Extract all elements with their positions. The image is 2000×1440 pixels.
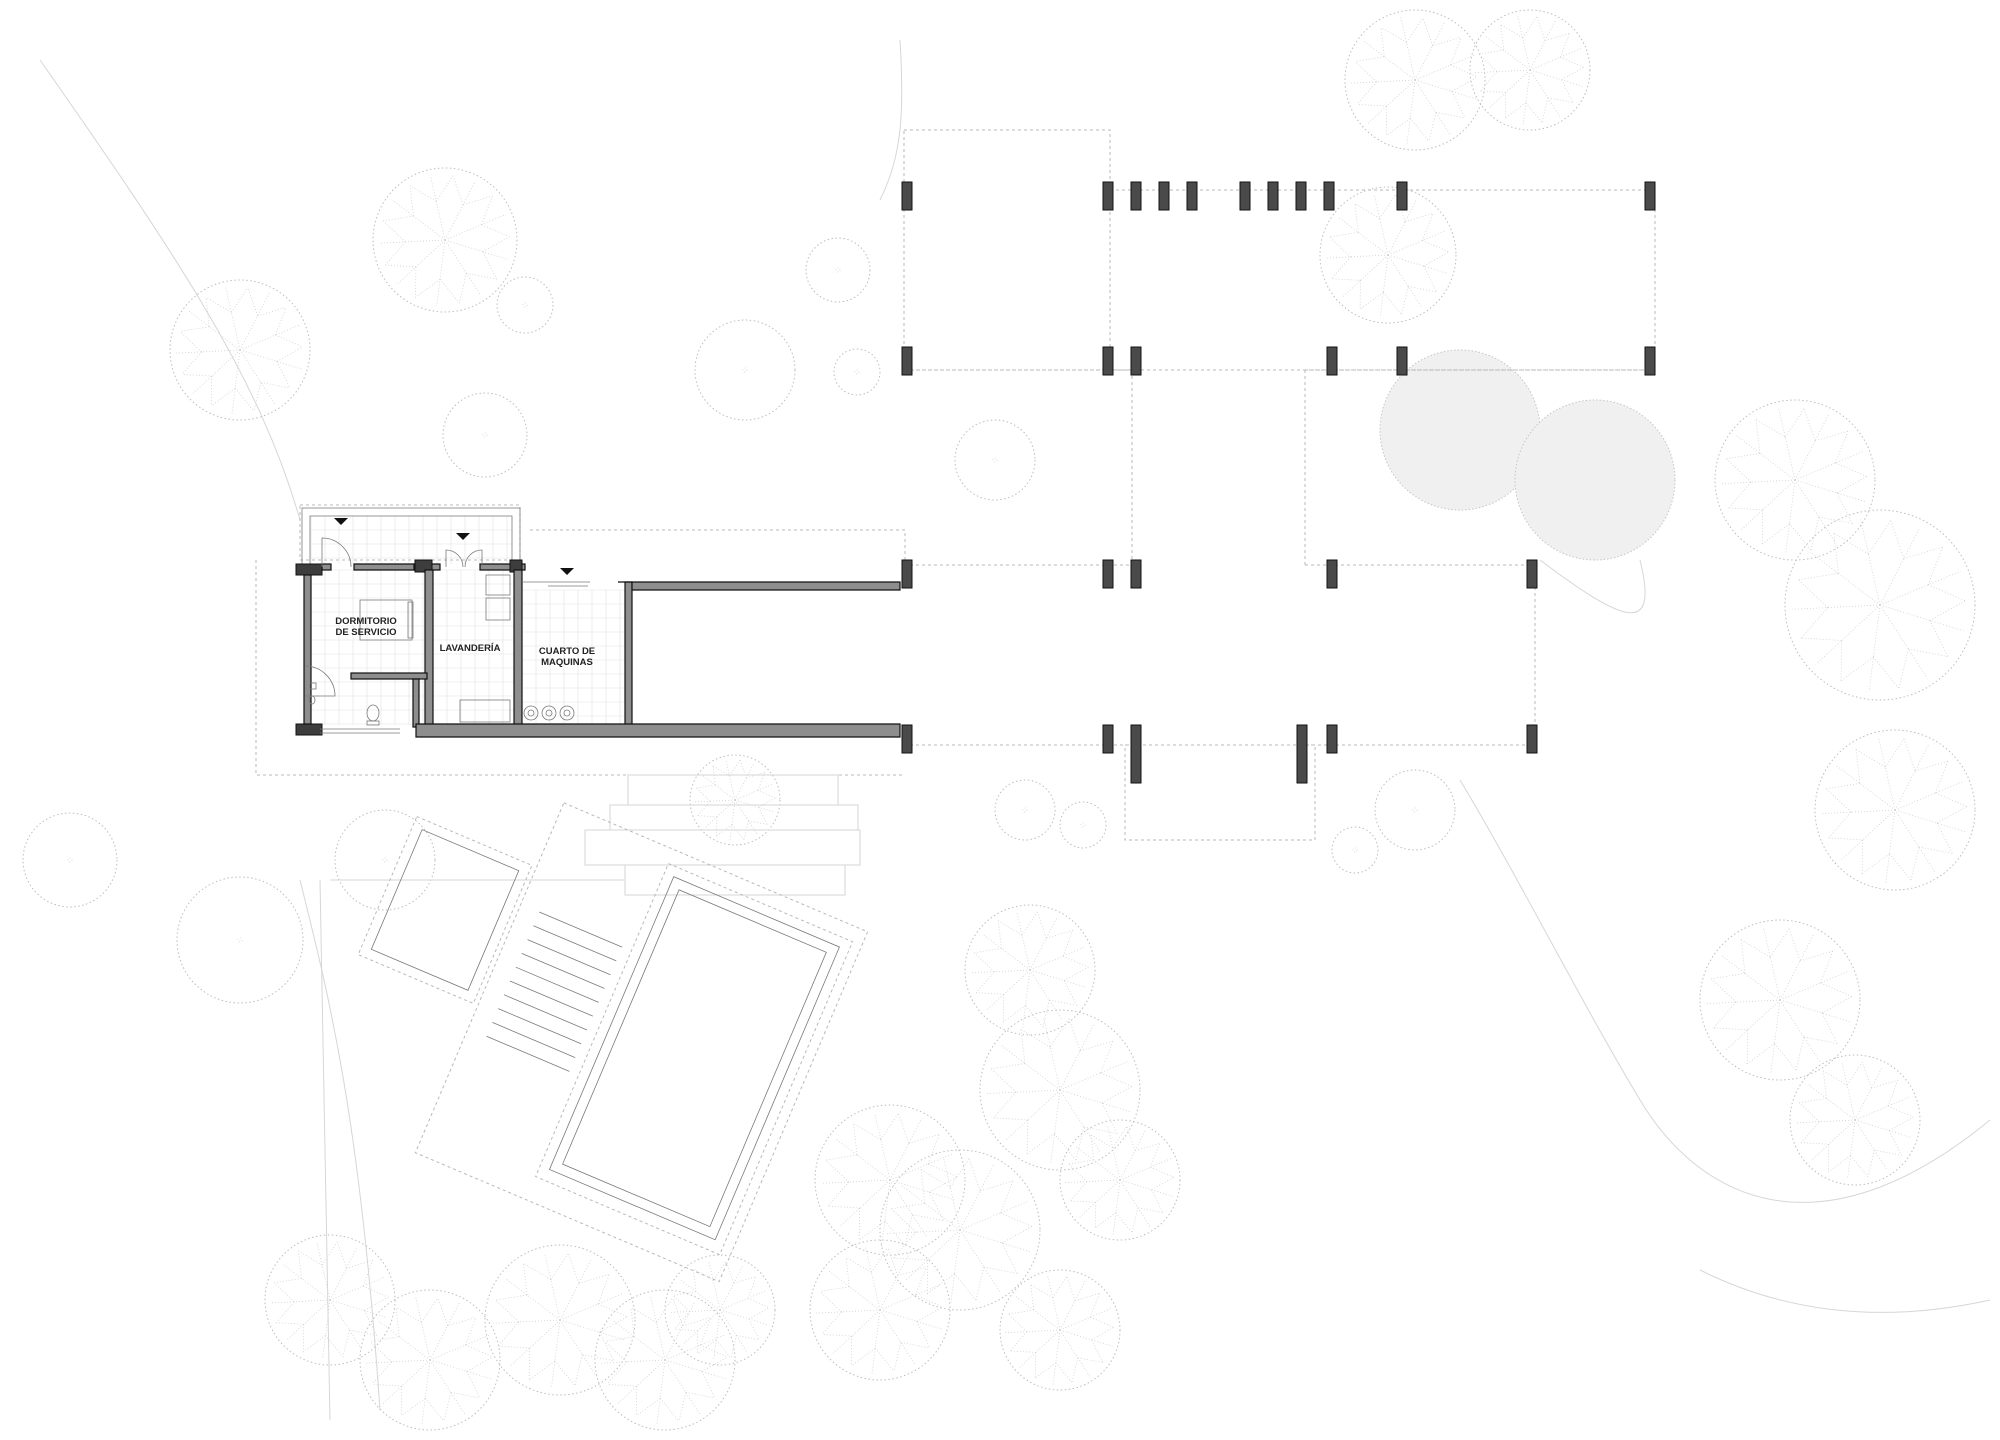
columns: [901, 181, 1656, 784]
tree-icon: [1714, 399, 1876, 561]
column-icon: [1526, 724, 1538, 754]
service-wing: DORMITORIO DE SERVICIO LAVANDERÍA CUARTO…: [295, 507, 901, 738]
tree-icon: [496, 276, 554, 334]
tree-icon: [954, 419, 1036, 501]
column-icon: [1102, 346, 1114, 376]
tree-icon: [334, 809, 436, 911]
tree-icon: [169, 279, 311, 421]
column-icon: [901, 181, 913, 211]
column-icon: [1239, 181, 1251, 211]
tree-icon: [994, 779, 1056, 841]
tree-icon: [833, 348, 881, 396]
tree-icon: [805, 237, 871, 303]
column-icon: [901, 724, 913, 754]
laundry-wall: [424, 569, 434, 731]
tree-icon: [664, 1254, 776, 1366]
column-icon: [1295, 181, 1307, 211]
tree-icon: [1059, 1119, 1181, 1241]
room-label-dormitorio-2: DE SERVICIO: [335, 627, 396, 638]
tree-icon: [1469, 9, 1591, 131]
tree-icon: [689, 754, 781, 846]
tree-icon: [814, 1104, 966, 1256]
site-lines: [39, 39, 1991, 1411]
water-tank-icon: [523, 705, 575, 721]
west-wall: [303, 574, 312, 725]
room-label-lavanderia: LAVANDERÍA: [440, 643, 501, 654]
tree-icon: [484, 1244, 636, 1396]
tree-icon: [1814, 729, 1976, 891]
tree-icon: [694, 319, 796, 421]
column-icon: [1644, 346, 1656, 376]
column-icon: [1130, 559, 1142, 589]
column-icon: [1130, 181, 1142, 211]
machine-room-east-wall: [624, 581, 633, 731]
column-icon: [1326, 724, 1338, 754]
north-wall-segment: [353, 563, 416, 571]
column-icon: [1396, 181, 1408, 211]
column-icon: [1186, 181, 1198, 211]
column-icon: [1130, 724, 1142, 784]
column-icon: [1323, 181, 1335, 211]
pool-steps: [486, 911, 623, 1072]
column-icon: [1158, 181, 1170, 211]
tree-icon: [1344, 9, 1486, 151]
column-icon: [1102, 559, 1114, 589]
machine-room-wall: [513, 569, 523, 731]
laundry-fixtures: [459, 574, 511, 723]
column-icon: [1296, 724, 1308, 784]
tree-icon: [999, 1269, 1121, 1391]
tree-icon: [372, 167, 518, 313]
room-label-maquinas: CUARTO DE: [539, 646, 595, 657]
bed: [359, 599, 414, 641]
tree-icon: [1331, 826, 1379, 874]
tree-icon: [809, 1239, 951, 1381]
tree-icon: [964, 904, 1096, 1036]
column-icon: [1130, 346, 1142, 376]
column-icon: [1102, 724, 1114, 754]
column-icon: [1644, 181, 1656, 211]
tree-icon: [594, 1289, 736, 1431]
column-icon: [1396, 346, 1408, 376]
room-label-maquinas-2: MAQUINAS: [541, 657, 593, 668]
tree-icon: [359, 1289, 501, 1431]
tree-icon: [1789, 1054, 1921, 1186]
tree-icon: [22, 812, 118, 908]
south-long-wall: [415, 723, 901, 738]
column-icon: [1526, 559, 1538, 589]
tree-icon: [1319, 186, 1457, 324]
column-icon: [901, 346, 913, 376]
column-icon: [901, 559, 913, 589]
trees: [22, 9, 1976, 1431]
tree-icon: [1514, 399, 1676, 561]
column-icon: [1267, 181, 1279, 211]
room-label-dormitorio: DORMITORIO: [335, 616, 397, 627]
column-icon: [1102, 181, 1114, 211]
toilet-icon: [308, 682, 380, 726]
tree-icon: [1059, 801, 1107, 849]
tree-icon: [1784, 509, 1976, 701]
tree-icon: [176, 876, 304, 1004]
entry-marker-icon: [456, 533, 470, 540]
tree-icon: [1699, 919, 1861, 1081]
pool-area: [319, 774, 869, 1421]
column-icon: [1326, 346, 1338, 376]
entry-marker-icon: [334, 518, 348, 525]
bath-wall: [350, 672, 428, 680]
wall-corner-sw: [295, 723, 323, 736]
tree-icon: [1374, 769, 1456, 851]
column-icon: [1326, 559, 1338, 589]
tree-icon: [442, 392, 528, 478]
wall-corner-nw: [295, 563, 323, 576]
north-long-wall: [618, 581, 901, 591]
entry-marker-icon: [560, 568, 574, 575]
floor-tiles: [310, 515, 625, 725]
door-swing-icon: [304, 537, 590, 697]
tree-icon: [879, 1149, 1041, 1311]
tree-icon: [979, 1009, 1141, 1171]
